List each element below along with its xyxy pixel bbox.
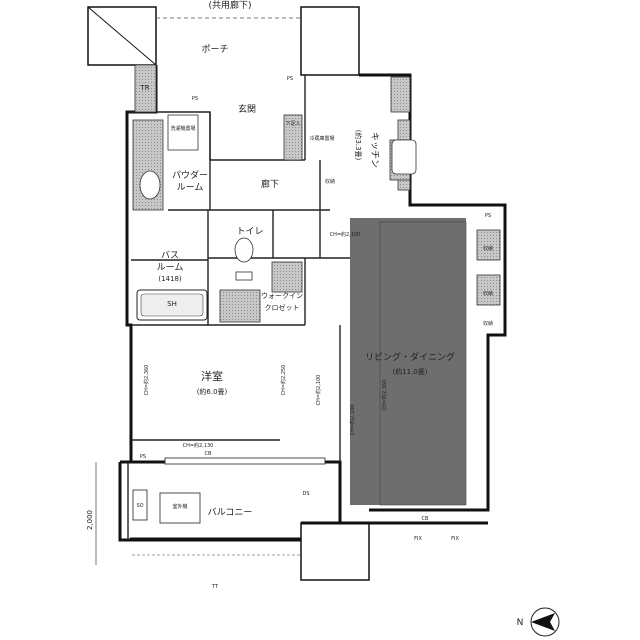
hall-label: 廊下 [261,178,279,190]
corridor-label: (共用廊下) [208,0,251,11]
bath-label-1: バス [161,250,179,261]
ceiling-height-western-bottom: CH=約2,130 [183,442,214,449]
ceiling-height-living: CH=約2,360 [381,380,388,411]
outdoor-unit-label: 室外機 [172,503,187,510]
ceiling-height-kitchen-side: CH=約2,100 [330,231,361,238]
living-dining-size: (約11.0畳) [392,367,427,376]
cb-label-2: CB [422,516,429,522]
sh-label: SH [167,300,177,308]
storage-label-2: 収納 [483,245,493,252]
ceiling-height-living-side: CH=約2,100 [349,405,356,436]
so-label: SO [136,503,143,509]
walk-in-closet-label-2: クロゼット [265,303,300,312]
column-bottom [300,522,370,581]
washer-label: 洗濯機置場 [170,125,195,132]
compass-north: N [517,618,524,628]
washer-box [167,114,199,151]
bath-label-2: ルーム [157,262,184,273]
toilet-label: トイレ [236,227,263,237]
vanity-sink [139,170,161,200]
shoe-box-label: 下足入 [285,121,300,127]
pipe-space-label-3: PS [485,213,491,219]
emergency-hatch [159,492,201,524]
storage-label-3: 収納 [483,290,493,297]
storage-label-4: 収納 [483,320,493,327]
kitchen-label: キッチン [369,132,380,168]
western-room-label: 洋室 [201,369,223,383]
balcony-depth-dimension: 2,000 [86,510,94,530]
cb-label-1: CB [205,451,212,457]
toilet-bowl [234,237,254,263]
living-dining-inner-outline [379,221,467,506]
compass-needle-icon [531,613,555,631]
fix-label-2: FIX [451,536,459,542]
pipe-space-label-2: PS [192,96,198,102]
tt-label: TT [211,584,219,590]
ceiling-height-western-left: CH=約2,360 [143,365,150,396]
bathtub-inner [140,293,204,317]
ceiling-height-corridor: CH=約2,100 [315,375,322,406]
ds-label: DS [302,491,309,497]
trunk-room-label: TR [139,84,149,92]
column-top-right [300,6,360,76]
refrigerator-label: 冷蔵庫置場 [309,135,334,142]
pipe-space-label-1: PS [287,76,293,82]
entrance-label: 玄関 [238,103,256,115]
column-top-left-diagonal [87,6,157,66]
living-dining-label: リビング・ダイニング [365,351,455,363]
balcony-label: バルコニー [208,507,253,518]
so-box [132,489,148,521]
western-room-size: (約6.0畳) [197,387,228,396]
walk-in-closet-label-1: ウォークイン [261,292,303,300]
pipe-space-label-4: PS [140,454,146,460]
balcony-sash [164,457,326,465]
toilet-tank [235,271,253,281]
living-dining-floor [350,218,466,505]
porch-label: ポーチ [201,44,228,55]
storage-label-1: 収納 [325,178,335,185]
kitchen-size: (約3.3畳) [354,130,363,161]
powder-room-label-1: パウダー [172,169,208,181]
powder-room-label-2: ルーム [177,182,204,193]
ceiling-height-western-right: CH=約2,250 [280,365,287,396]
bath-size: (1418) [158,275,182,283]
fix-label-1: FIX [414,536,422,542]
kitchen-sink [391,139,417,175]
